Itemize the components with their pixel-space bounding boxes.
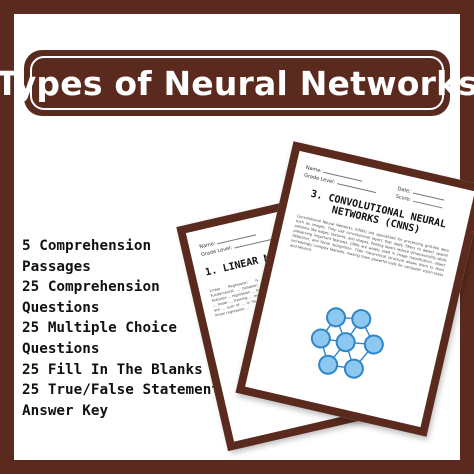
score-label: Score: [395, 193, 412, 204]
network-node [335, 332, 356, 353]
feature-item: 5 Comprehension [22, 238, 152, 254]
title-banner: Types of Neural Networks [0, 50, 474, 116]
feature-item: 25 Multiple Choice [22, 320, 177, 337]
feature-list: 5 Comprehension Passages 25 Comprehensio… [22, 236, 232, 421]
worksheet-page-front: Name: Grade Level: Date: Score: 3. CONVO… [235, 141, 474, 437]
title-banner-border [30, 56, 444, 110]
feature-item: Questions [22, 299, 100, 316]
network-node [343, 358, 364, 379]
network-node [318, 354, 339, 375]
feature-item: 25 Fill In The Blanks [22, 361, 203, 378]
feature-item: Questions [22, 340, 100, 357]
page-title: Types of Neural Networks [0, 63, 474, 103]
network-node [363, 334, 384, 355]
feature-item: 25 Comprehension [22, 279, 160, 296]
neural-network-graphic [310, 307, 384, 379]
network-node [326, 307, 347, 328]
feature-item: Answer Key [22, 402, 109, 419]
feature-item: 25 True/False Statements [22, 382, 229, 399]
network-node [310, 328, 331, 349]
feature-item: Passages [22, 258, 91, 275]
network-node [351, 309, 372, 330]
